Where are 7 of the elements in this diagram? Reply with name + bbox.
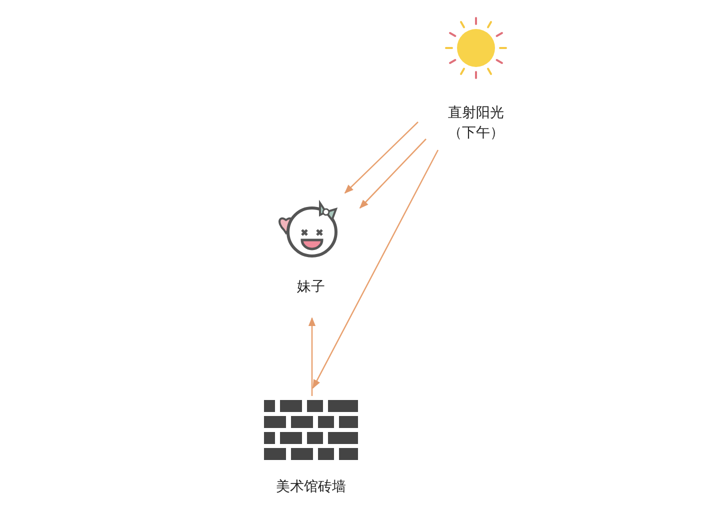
node-label: 妹子	[296, 278, 326, 297]
node-label: 美术馆砖墙	[275, 478, 347, 497]
light-ray-arrow	[308, 317, 316, 396]
light-ray-arrow	[312, 150, 439, 389]
node-label: 直射阳光（下午）	[447, 104, 505, 143]
light-ray-arrow	[344, 122, 418, 194]
light-ray-arrow	[359, 138, 426, 209]
